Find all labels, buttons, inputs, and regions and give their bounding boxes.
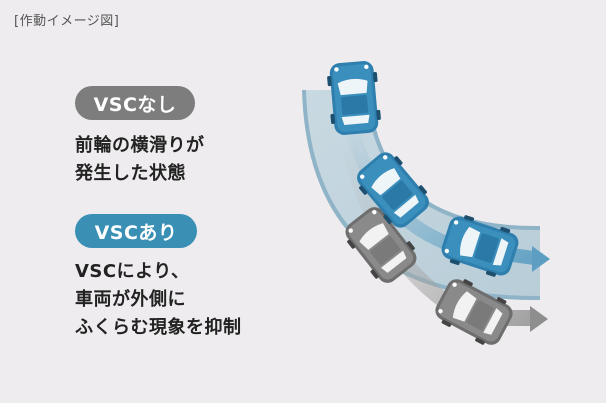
vsc-off-description-line-2: 発生した状態	[75, 163, 186, 184]
vsc-off-badge: VSCなし	[75, 86, 195, 120]
vsc-on-arrowhead	[532, 246, 550, 272]
diagram-caption: [作動イメージ図]	[14, 14, 120, 29]
vsc-on-description-line-2: 車両が外側に	[75, 289, 186, 310]
vsc-on-description-line-3: ふくらむ現象を抑制	[75, 317, 242, 338]
vsc-off-description: 前輪の横滑りが 発生した状態	[75, 132, 205, 188]
vsc-off-description-line-1: 前輪の横滑りが	[75, 135, 205, 156]
vsc-on-car-1	[325, 59, 383, 137]
vsc-on-badge: VSCあり	[75, 214, 197, 248]
vsc-on-description-line-1: VSCにより、	[75, 261, 190, 282]
vsc-off-arrowhead	[530, 306, 548, 332]
vsc-on-description: VSCにより、 車両が外側に ふくらむ現象を抑制	[75, 258, 242, 342]
